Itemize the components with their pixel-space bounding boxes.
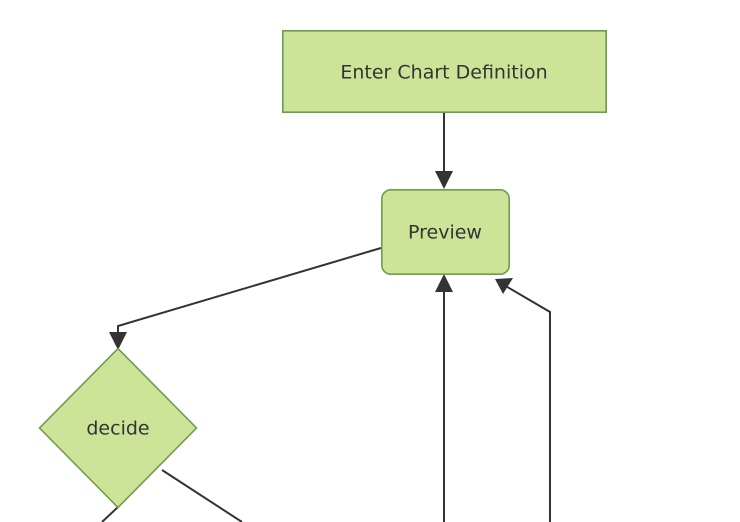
node-decide-label: decide bbox=[86, 418, 149, 440]
edge-decide-right-line bbox=[161, 469, 243, 522]
node-enter-chart-definition-label: Enter Chart Definition bbox=[340, 62, 547, 84]
node-enter-chart-definition[interactable]: Enter Chart Definition bbox=[281, 29, 607, 114]
node-preview-shape[interactable] bbox=[380, 189, 510, 276]
edge-enter-to-preview bbox=[435, 113, 453, 189]
arrowhead-up-icon bbox=[495, 278, 513, 294]
arrowhead-down-icon bbox=[109, 332, 127, 350]
node-layer: Enter Chart Definition Preview decide bbox=[38, 29, 607, 509]
edge-decide-bottom-out bbox=[101, 506, 119, 522]
edge-return-right-line bbox=[503, 284, 551, 522]
arrowhead-up-icon bbox=[435, 274, 453, 292]
arrowhead-down-icon bbox=[435, 171, 453, 189]
node-preview[interactable]: Preview bbox=[380, 189, 510, 276]
edge-return-right-to-preview bbox=[495, 278, 551, 522]
node-preview-label: Preview bbox=[408, 222, 482, 244]
edge-return-center-to-preview bbox=[435, 274, 453, 522]
edge-layer bbox=[101, 113, 551, 522]
edge-preview-to-decide bbox=[109, 247, 382, 350]
node-decide-shape[interactable] bbox=[38, 347, 198, 509]
edge-decide-bottom-line bbox=[101, 506, 119, 522]
edge-decide-right-out bbox=[161, 469, 243, 522]
edge-preview-to-decide-line bbox=[117, 247, 382, 340]
node-decide[interactable]: decide bbox=[38, 347, 198, 509]
node-enter-chart-definition-shape[interactable] bbox=[281, 29, 607, 114]
